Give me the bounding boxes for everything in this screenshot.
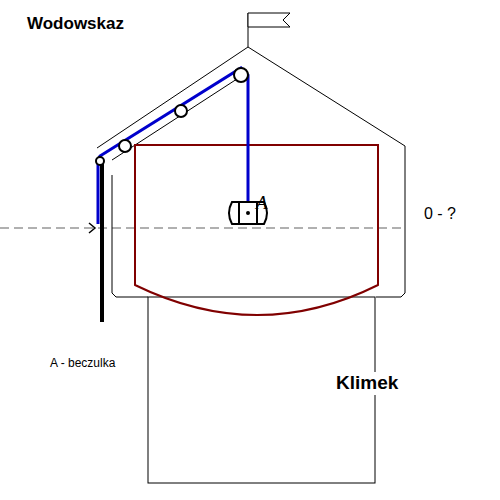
level-label: 0 - ? (424, 205, 456, 223)
rope (98, 68, 248, 224)
part-name: Klimek (334, 372, 400, 395)
pointer (89, 223, 95, 233)
level-line (0, 227, 405, 229)
legend-note: A - beczulka (50, 357, 115, 370)
tank (135, 145, 378, 315)
flag (248, 13, 290, 47)
gauge-rod (100, 160, 104, 322)
house-outline (97, 47, 405, 297)
pulleys (96, 68, 248, 165)
diagram-title: Wodowskaz (27, 15, 124, 34)
barrel-label: A (256, 193, 268, 214)
